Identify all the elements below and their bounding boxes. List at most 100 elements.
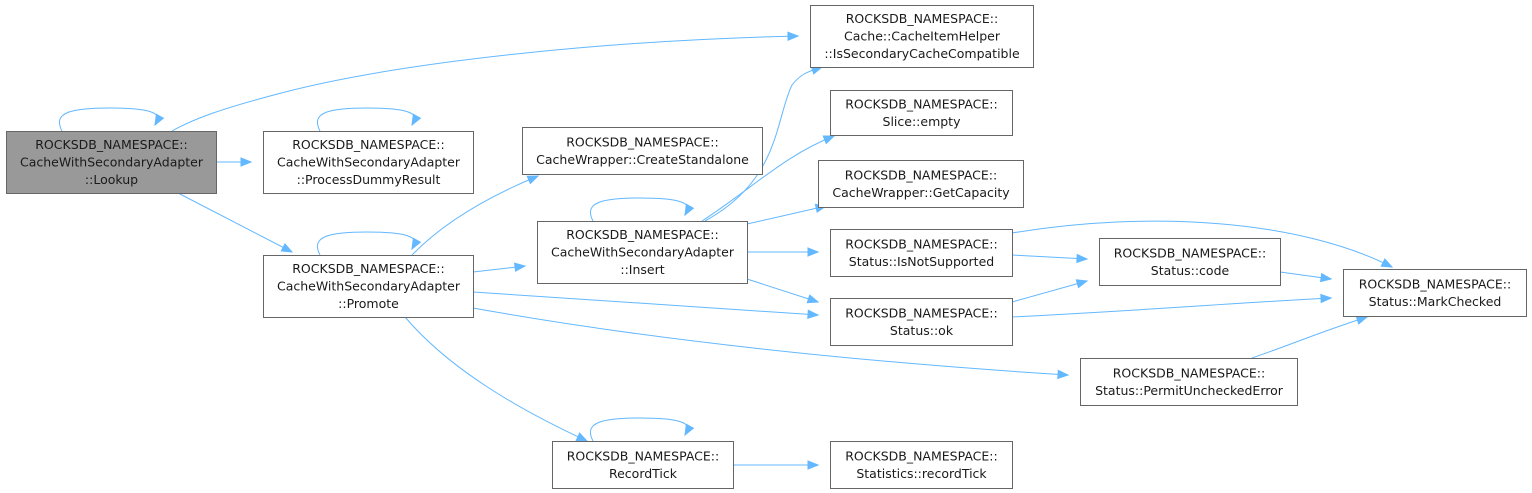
arrowhead	[1355, 315, 1369, 325]
node-label-line: ROCKSDB_NAMESPACE::	[292, 261, 444, 276]
edge-line	[177, 192, 293, 253]
arrowhead	[411, 237, 422, 251]
node-label-line: ROCKSDB_NAMESPACE::	[567, 448, 719, 463]
edge-line	[317, 107, 416, 132]
node-slice-empty[interactable]: ROCKSDB_NAMESPACE::Slice::empty	[830, 90, 1013, 136]
node-label-line: ::Lookup	[85, 172, 138, 187]
arrowhead	[807, 247, 820, 257]
arrowhead	[240, 157, 253, 167]
node-box	[830, 441, 1013, 489]
node-box	[1080, 358, 1298, 406]
node-is-not-supported[interactable]: ROCKSDB_NAMESPACE::Status::IsNotSupporte…	[830, 229, 1013, 277]
node-insert[interactable]: ROCKSDB_NAMESPACE::CacheWithSecondaryAda…	[537, 221, 748, 284]
edge-line	[746, 205, 827, 225]
node-label-line: ::IsSecondaryCacheCompatible	[824, 46, 1020, 61]
node-label-line: ROCKSDB_NAMESPACE::	[845, 96, 997, 111]
arrowhead	[154, 113, 165, 127]
node-promote[interactable]: ROCKSDB_NAMESPACE::CacheWithSecondaryAda…	[263, 255, 474, 318]
edge-promote-to-create_standalone	[411, 175, 540, 256]
node-box	[1343, 269, 1527, 317]
arrowhead	[684, 203, 695, 217]
node-create-standalone[interactable]: ROCKSDB_NAMESPACE::CacheWrapper::CreateS…	[522, 127, 763, 175]
node-box	[522, 127, 763, 175]
edge-permit_unchecked-to-mark_checked	[1251, 315, 1369, 359]
node-label-line: RecordTick	[609, 466, 678, 481]
edge-lookup-to-promote	[177, 192, 294, 253]
node-label-line: ::ProcessDummyResult	[297, 172, 441, 187]
arrowhead	[1075, 279, 1089, 289]
node-statistics-record-tick[interactable]: ROCKSDB_NAMESPACE::Statistics::recordTic…	[830, 441, 1013, 489]
node-box	[6, 131, 217, 194]
node-label-line: CacheWithSecondaryAdapter	[277, 279, 461, 294]
edge-lookup-to-process_dummy	[216, 157, 253, 167]
edge-line	[1011, 297, 1332, 318]
edge-lookup-to-is_secondary_compatible	[171, 31, 800, 132]
edge-line	[1011, 254, 1088, 260]
node-label-line: ROCKSDB_NAMESPACE::	[845, 305, 997, 320]
arrowhead	[1319, 272, 1333, 283]
edge-is_not_supported-to-status_code	[1011, 253, 1089, 264]
edge-line	[590, 197, 689, 222]
nodes: ROCKSDB_NAMESPACE::CacheWithSecondaryAda…	[6, 5, 1527, 489]
edge-lookup-to-lookup	[59, 107, 165, 132]
edge-line	[404, 316, 588, 442]
edge-insert-to-insert	[590, 197, 695, 222]
edge-line	[411, 175, 539, 256]
node-box	[1099, 238, 1281, 286]
edge-line	[472, 307, 1069, 376]
node-label-line: Status::IsNotSupported	[849, 254, 994, 269]
node-label-line: Status::code	[1151, 263, 1230, 278]
edge-status_ok-to-mark_checked	[1011, 293, 1333, 318]
edge-promote-to-insert	[472, 262, 527, 273]
node-label-line: CacheWrapper::CreateStandalone	[536, 152, 749, 167]
node-label-line: ROCKSDB_NAMESPACE::	[566, 134, 718, 149]
node-label-line: CacheWithSecondaryAdapter	[277, 155, 461, 170]
node-label-line: ROCKSDB_NAMESPACE::	[845, 448, 997, 463]
node-record-tick[interactable]: ROCKSDB_NAMESPACE::RecordTick	[552, 441, 734, 489]
node-get-capacity[interactable]: ROCKSDB_NAMESPACE::CacheWrapper::GetCapa…	[818, 160, 1024, 208]
node-label-line: Status::PermitUncheckedError	[1095, 383, 1284, 398]
node-label-line: ::Insert	[620, 262, 664, 277]
node-label-line: CacheWithSecondaryAdapter	[551, 245, 735, 260]
node-label-line: Status::ok	[890, 323, 954, 338]
edges	[59, 31, 1394, 470]
edge-line	[317, 231, 416, 256]
arrowhead	[1076, 253, 1089, 264]
edge-insert-to-is_not_supported	[747, 247, 820, 257]
node-label-line: Status::MarkChecked	[1369, 294, 1502, 309]
node-lookup[interactable]: ROCKSDB_NAMESPACE::CacheWithSecondaryAda…	[6, 131, 217, 194]
arrowhead	[806, 294, 820, 304]
node-process-dummy[interactable]: ROCKSDB_NAMESPACE::CacheWithSecondaryAda…	[263, 131, 474, 194]
edge-line	[59, 107, 159, 132]
arrowhead	[807, 309, 820, 319]
edge-promote-to-promote	[317, 231, 422, 256]
node-status-ok[interactable]: ROCKSDB_NAMESPACE::Status::ok	[830, 298, 1013, 346]
node-is-secondary-compatible[interactable]: ROCKSDB_NAMESPACE::Cache::CacheItemHelpe…	[810, 5, 1034, 68]
edge-line	[746, 278, 819, 303]
edge-line	[472, 291, 819, 316]
node-box	[830, 90, 1013, 136]
node-permit-unchecked[interactable]: ROCKSDB_NAMESPACE::Status::PermitUncheck…	[1080, 358, 1298, 406]
node-mark-checked[interactable]: ROCKSDB_NAMESPACE::Status::MarkChecked	[1343, 269, 1527, 317]
arrowhead	[514, 262, 527, 272]
arrowhead	[807, 460, 820, 470]
node-box	[830, 298, 1013, 346]
edge-status_code-to-mark_checked	[1279, 271, 1333, 283]
node-label-line: Cache::CacheItemHelper	[844, 29, 1001, 44]
node-label-line: ROCKSDB_NAMESPACE::	[846, 11, 998, 26]
edge-record_tick-to-record_tick	[590, 417, 695, 442]
node-label-line: ROCKSDB_NAMESPACE::	[845, 167, 997, 182]
node-box	[830, 229, 1013, 277]
edge-promote-to-record_tick	[404, 316, 589, 442]
arrowhead	[787, 31, 800, 41]
node-status-code[interactable]: ROCKSDB_NAMESPACE::Status::code	[1099, 238, 1281, 286]
edge-insert-to-status_ok	[746, 278, 820, 304]
node-label-line: ROCKSDB_NAMESPACE::	[35, 137, 187, 152]
arrowhead	[1380, 258, 1394, 268]
node-box	[263, 255, 474, 318]
edge-status_ok-to-status_code	[1011, 279, 1089, 303]
node-label-line: CacheWithSecondaryAdapter	[20, 155, 204, 170]
node-label-line: ::Promote	[338, 296, 399, 311]
node-label-line: ROCKSDB_NAMESPACE::	[1359, 276, 1511, 291]
